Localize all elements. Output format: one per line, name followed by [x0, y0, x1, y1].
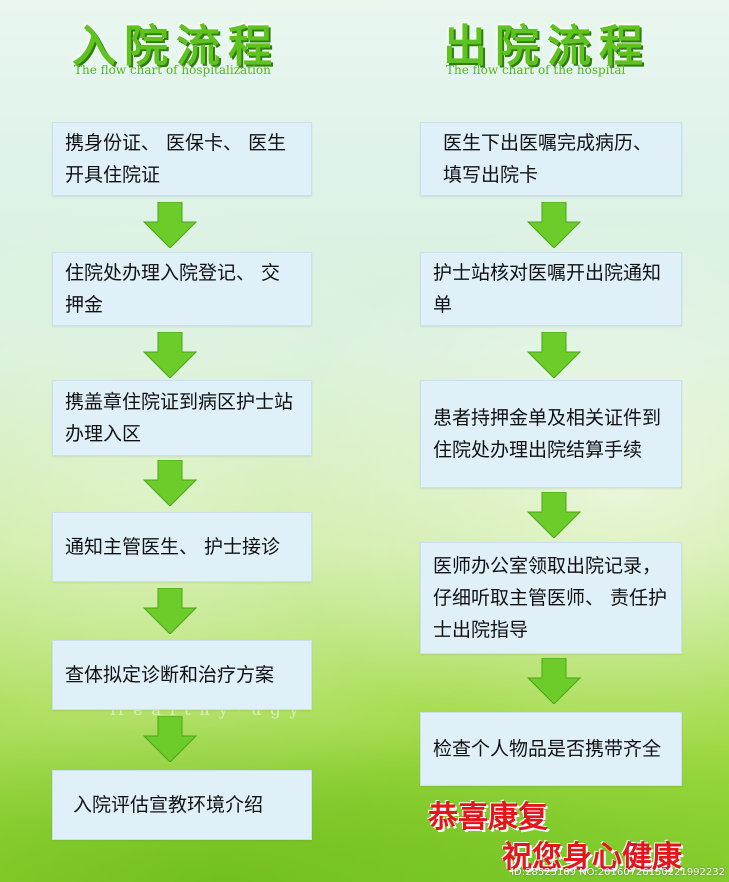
- watermark: ID:28525169 NO:20160726150221992232: [511, 867, 725, 878]
- discharge-title: 出院流程: [443, 21, 651, 72]
- step-text: 携盖章住院证到病区护士站办理入区: [65, 391, 294, 445]
- discharge-step-5: 检查个人物品是否携带齐全: [420, 712, 682, 786]
- discharge-step-3: 患者持押金单及相关证件到住院处办理出院结算手续: [420, 380, 682, 488]
- down-arrow-icon: [142, 460, 198, 506]
- admission-title: 入院流程: [72, 21, 280, 72]
- step-text: 入院评估宣教环境介绍: [73, 794, 264, 816]
- discharge-step-4: 医师办公室领取出院记录， 仔细听取主管医师、 责任护士出院指导: [420, 542, 682, 654]
- discharge-subtitle: The flow chart of the hospital: [446, 63, 626, 77]
- down-arrow-icon: [526, 658, 582, 704]
- down-arrow-icon: [142, 202, 198, 248]
- admission-step-4: 通知主管医生、 护士接诊: [52, 512, 312, 582]
- discharge-step-1: 医生下出医嘱完成病历、 填写出院卡: [420, 122, 682, 196]
- admission-step-5: 查体拟定诊断和治疗方案: [52, 640, 312, 710]
- admission-subtitle: The flow chart of hospitalization: [74, 63, 271, 77]
- step-text: 医师办公室领取出院记录， 仔细听取主管医师、 责任护士出院指导: [433, 555, 668, 641]
- step-text: 检查个人物品是否携带齐全: [433, 738, 662, 760]
- step-text: 通知主管医生、 护士接诊: [65, 536, 281, 558]
- down-arrow-icon: [142, 588, 198, 634]
- step-text: 患者持押金单及相关证件到住院处办理出院结算手续: [433, 407, 662, 461]
- wish-line-2: 祝您身心健康: [502, 840, 682, 875]
- admission-step-6: 入院评估宣教环境介绍: [52, 770, 312, 840]
- discharge-step-2: 护士站核对医嘱开出院通知单: [420, 252, 682, 326]
- down-arrow-icon: [142, 716, 198, 762]
- step-text: 携身份证、 医保卡、 医生开具住院证: [65, 132, 287, 186]
- wish-line-1: 恭喜康复: [428, 800, 548, 835]
- down-arrow-icon: [526, 332, 582, 378]
- down-arrow-icon: [526, 492, 582, 538]
- step-text: 住院处办理入院登记、 交押金: [65, 262, 281, 316]
- step-text: 护士站核对医嘱开出院通知单: [433, 262, 662, 316]
- step-text: 医生下出医嘱完成病历、 填写出院卡: [443, 132, 653, 186]
- admission-step-3: 携盖章住院证到病区护士站办理入区: [52, 380, 312, 456]
- down-arrow-icon: [526, 202, 582, 248]
- admission-step-2: 住院处办理入院登记、 交押金: [52, 252, 312, 326]
- step-text: 查体拟定诊断和治疗方案: [65, 664, 275, 686]
- admission-step-1: 携身份证、 医保卡、 医生开具住院证: [52, 122, 312, 196]
- down-arrow-icon: [142, 332, 198, 378]
